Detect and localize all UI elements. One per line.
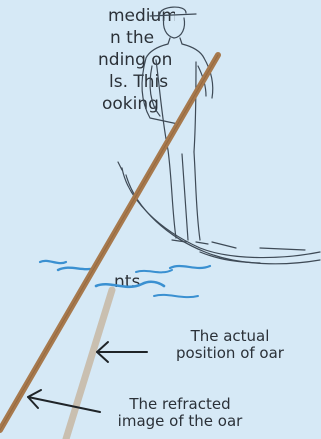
arrow-actual-position xyxy=(97,342,147,362)
water-surface xyxy=(40,261,210,297)
actual-label-line-2: position of oar xyxy=(150,345,310,362)
refracted-label-line-2: image of the oar xyxy=(100,413,260,430)
refracted-label-line-1: The refracted xyxy=(100,396,260,413)
refracted-image-label: The refracted image of the oar xyxy=(100,396,260,430)
arrow-refracted-image xyxy=(28,390,100,412)
actual-label-line-1: The actual xyxy=(150,328,310,345)
actual-position-label: The actual position of oar xyxy=(150,328,310,362)
